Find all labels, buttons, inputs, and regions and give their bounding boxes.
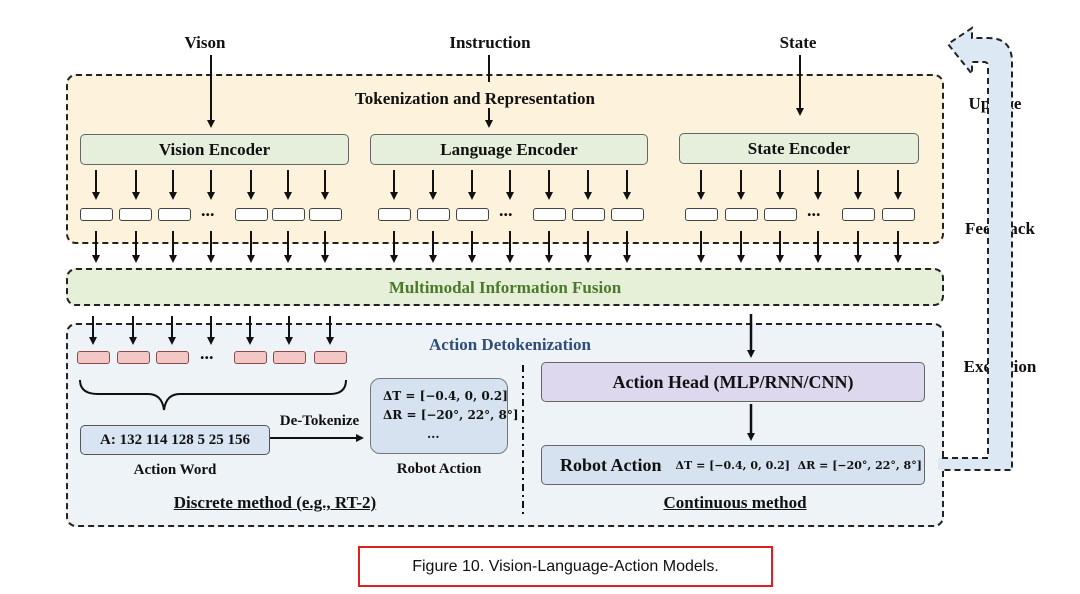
state-token	[882, 208, 915, 221]
state-encoder: State Encoder	[679, 133, 919, 164]
action-word-box: A: 132 114 128 5 25 156	[80, 425, 270, 455]
language-token	[417, 208, 450, 221]
robot-action-continuous-label: Robot Action	[560, 454, 662, 475]
language-encoder: Language Encoder	[370, 134, 648, 165]
fusion-title: Multimodal Information Fusion	[388, 278, 622, 297]
state-token-ellipsis: ...	[807, 200, 821, 220]
figure-caption-box: Figure 10. Vision-Language-Action Models…	[358, 546, 773, 587]
continuous-method-caption: Continuous method	[663, 493, 807, 512]
fusion-to-action-token-arrows	[89, 316, 334, 345]
state-token	[725, 208, 758, 221]
robot-action-continuous-box: Robot Action ΔT = [−0.4, 0, 0.2] ΔR = [−…	[541, 445, 925, 485]
delta-t-values: ΔT = [−0.4, 0, 0.2]	[383, 389, 508, 403]
token-to-fusion-arrows	[92, 231, 902, 263]
vision-token	[272, 208, 305, 221]
state-token	[764, 208, 797, 221]
state-encoder-label: State Encoder	[747, 138, 851, 158]
action-head-box: Action Head (MLP/RNN/CNN)	[541, 362, 925, 402]
action-token-ellipsis: ...	[200, 343, 214, 363]
figure-caption: Figure 10. Vision-Language-Action Models…	[412, 557, 719, 575]
robot-action-box: ΔT = [−0.4, 0, 0.2] ΔR = [−20°, 22°, 8°]…	[370, 378, 519, 454]
detokenization-title: Action Detokenization	[429, 335, 591, 354]
vision-token-ellipsis: ...	[201, 200, 215, 220]
state-token	[842, 208, 875, 221]
action-token	[77, 351, 110, 364]
fusion-region	[66, 268, 944, 306]
language-encoder-label: Language Encoder	[440, 139, 578, 159]
discrete-method-caption: Discrete method (e.g., RT-2)	[173, 493, 377, 512]
vision-token	[158, 208, 191, 221]
de-tokenize-label: De-Tokenize	[279, 413, 360, 429]
vision-token	[235, 208, 268, 221]
language-token	[611, 208, 644, 221]
encoder-to-token-arrows	[92, 170, 902, 200]
vision-encoder-label: Vision Encoder	[158, 139, 271, 159]
language-token	[378, 208, 411, 221]
action-token	[273, 351, 306, 364]
feedback-loop-outline	[942, 26, 1013, 471]
language-token-ellipsis: ...	[499, 200, 513, 220]
language-token	[456, 208, 489, 221]
delta-r-values: ΔR = [−20°, 22°, 8°]	[383, 408, 519, 422]
vision-encoder: Vision Encoder	[80, 134, 349, 165]
robot-action-more: ...	[427, 427, 440, 441]
action-token	[117, 351, 150, 364]
language-token	[572, 208, 605, 221]
robot-action-caption: Robot Action	[396, 461, 482, 477]
action-token	[234, 351, 267, 364]
state-input-label: State	[779, 33, 817, 52]
tokenization-title: Tokenization and Representation	[355, 89, 595, 108]
action-token	[314, 351, 347, 364]
vision-input-label: Vison	[184, 33, 226, 52]
state-token	[685, 208, 718, 221]
vision-token	[80, 208, 113, 221]
action-word-caption: Action Word	[133, 462, 217, 478]
language-token	[533, 208, 566, 221]
robot-action-continuous-values: ΔT = [−0.4, 0, 0.2] ΔR = [−20°, 22°, 8°]	[675, 458, 922, 472]
action-token	[156, 351, 189, 364]
vision-token	[309, 208, 342, 221]
action-word-value: A: 132 114 128 5 25 156	[100, 431, 250, 448]
action-head-label: Action Head (MLP/RNN/CNN)	[612, 371, 854, 392]
action-token-brace	[79, 379, 347, 411]
vision-token	[119, 208, 152, 221]
instruction-input-label: Instruction	[449, 33, 531, 52]
